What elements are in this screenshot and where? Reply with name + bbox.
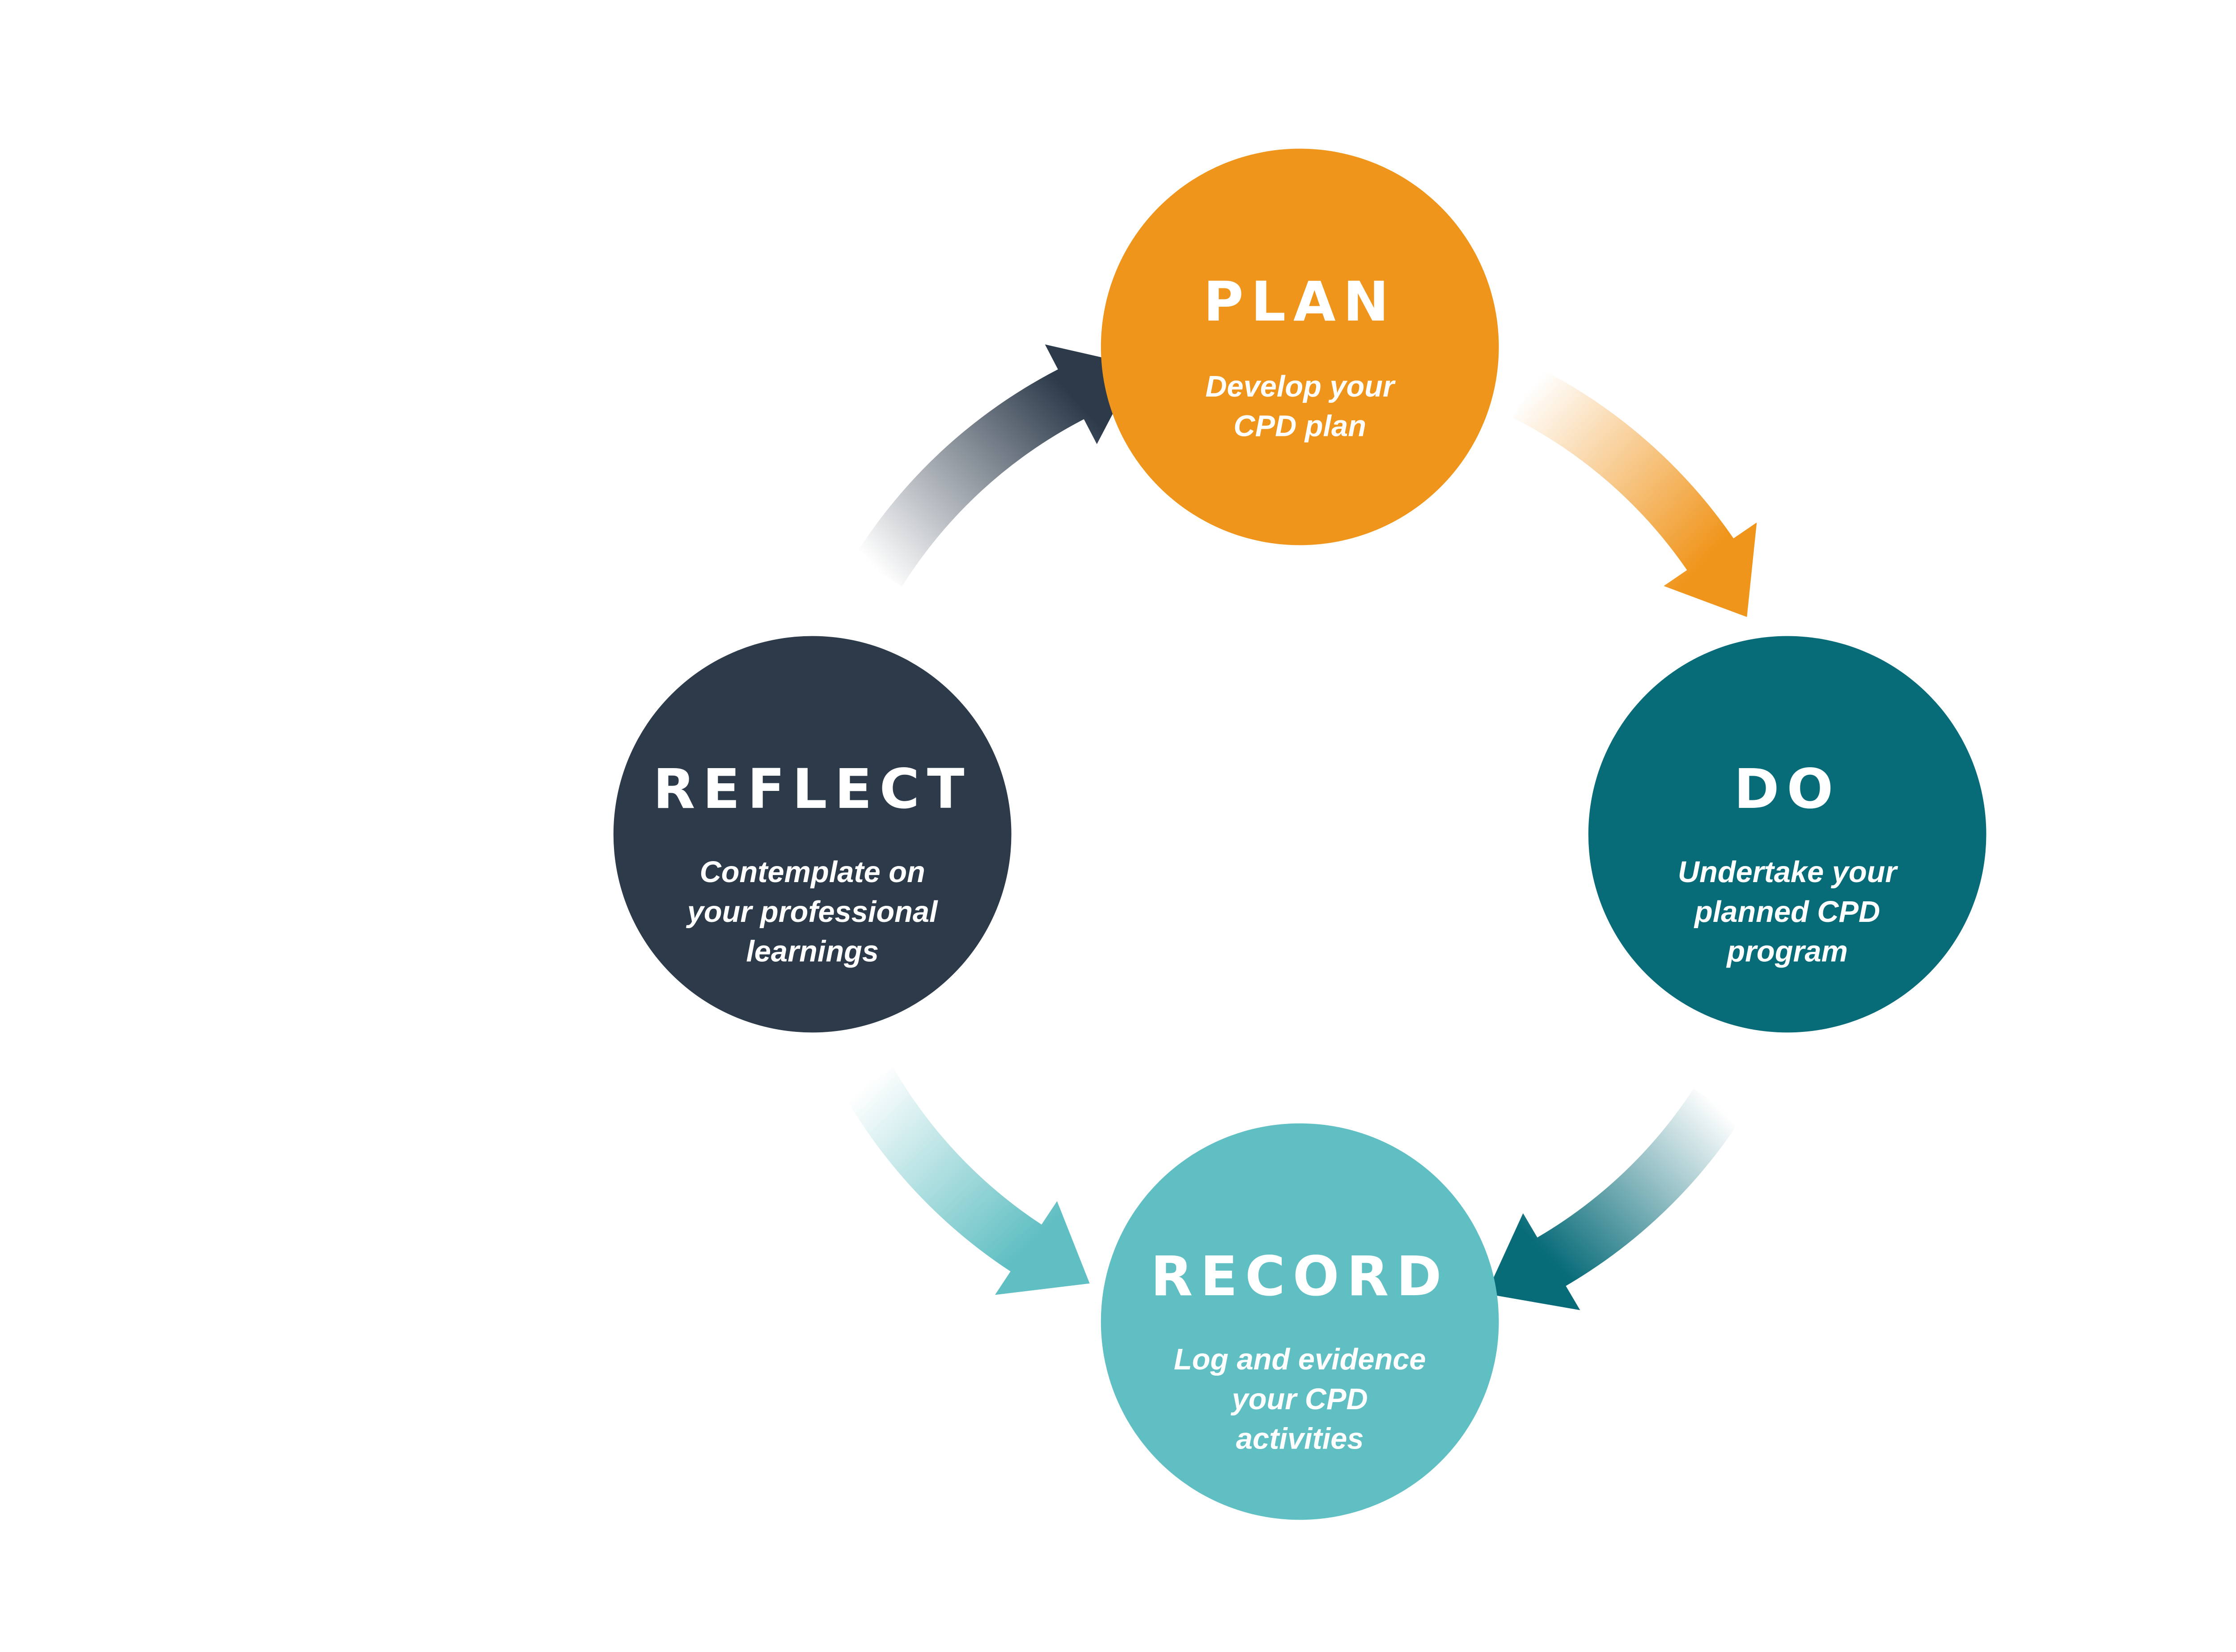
stage-record-title: RECORD — [1151, 1245, 1449, 1308]
stage-plan-title: PLAN — [1203, 270, 1396, 334]
stage-plan-description-line-2: CPD plan — [1233, 410, 1366, 443]
arrow-record-to-reflect-shape — [844, 1068, 1090, 1295]
arrow-reflect-to-plan — [854, 344, 1138, 587]
stage-record-circle — [1101, 1123, 1499, 1520]
stage-do-description-line-1: Undertake your — [1678, 856, 1898, 889]
arrow-record-to-reflect — [844, 1068, 1090, 1295]
stage-reflect-description-line-3: learnings — [746, 935, 879, 968]
arrow-plan-to-do-shape — [1512, 368, 1757, 617]
arrow-plan-to-do — [1512, 368, 1757, 617]
arrows-layer — [844, 344, 1757, 1310]
stage-do-circle — [1588, 636, 1986, 1033]
stage-plan-description-line-1: Develop your — [1205, 370, 1396, 403]
stage-reflect-title: REFLECT — [653, 757, 972, 821]
arrow-reflect-to-plan-shape — [854, 344, 1138, 587]
stage-plan: PLAN Develop your CPD plan — [1101, 148, 1499, 545]
stage-record: RECORD Log and evidence your CPD activit… — [1101, 1123, 1499, 1520]
stage-do: DO Undertake your planned CPD program — [1588, 636, 1986, 1033]
stage-record-description-line-3: activities — [1236, 1423, 1364, 1456]
stage-do-description-line-2: planned CPD — [1694, 896, 1880, 929]
stage-record-description-line-1: Log and evidence — [1174, 1343, 1426, 1376]
stage-record-description-line-2: your CPD — [1231, 1383, 1368, 1416]
arrow-do-to-record — [1486, 1089, 1741, 1310]
arrow-do-to-record-shape — [1486, 1089, 1741, 1310]
stage-reflect-description-line-2: your professional — [686, 896, 938, 929]
stage-reflect-description-line-1: Contemplate on — [700, 856, 925, 889]
stage-reflect-circle — [613, 636, 1012, 1033]
stage-reflect: REFLECT Contemplate on your professional… — [613, 636, 1012, 1033]
stage-do-description-line-3: program — [1726, 935, 1848, 968]
stage-do-title: DO — [1734, 757, 1841, 821]
stage-plan-circle — [1101, 148, 1499, 545]
